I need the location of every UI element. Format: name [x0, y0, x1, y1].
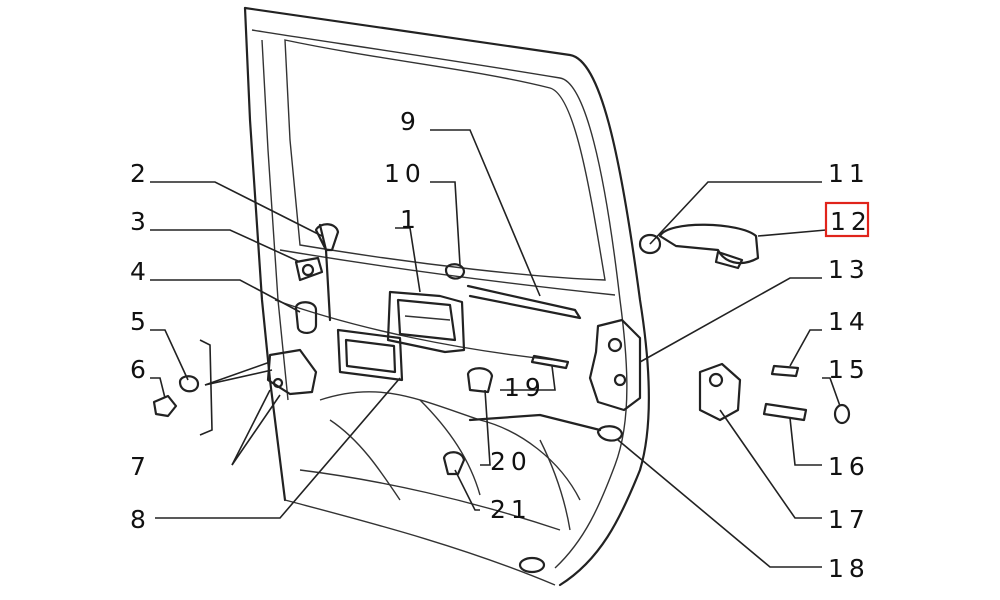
leader-20: [480, 389, 491, 466]
callout-labels: 1 2 3 4 5 6 7 8 9 10 11 12 13 14 15 16 1…: [130, 107, 872, 583]
callout-16: 16: [828, 452, 870, 481]
leader-12: [757, 229, 827, 237]
part-3-grommet: [294, 256, 324, 282]
part-5-washer: [178, 375, 200, 393]
callout-15: 15: [828, 355, 870, 384]
leader-3: [150, 229, 301, 263]
part-13-door-lock: [588, 318, 642, 412]
part-11-12-outer-handle: [638, 223, 760, 270]
callout-3: 3: [130, 207, 151, 236]
leader-19: [500, 365, 556, 391]
leader-14: [789, 329, 822, 367]
callout-7: 7: [130, 452, 151, 481]
leader-7c: [204, 361, 271, 386]
leader-9: [430, 129, 541, 297]
callout-20: 20: [490, 447, 532, 476]
callout-19: 19: [504, 373, 546, 402]
leader-6: [150, 377, 166, 399]
callout-12: 12: [830, 207, 872, 236]
part-4-rod-clip: [294, 301, 318, 334]
part-20-clip: [466, 367, 494, 394]
leader-lines: [150, 129, 841, 568]
callout-1: 1: [400, 205, 421, 234]
callout-12-highlight-box: [824, 201, 870, 238]
leader-21: [454, 469, 480, 511]
leader-1: [395, 227, 421, 293]
part-1-inner-handle: [386, 290, 466, 354]
part-19-stud: [530, 354, 570, 370]
part-7-hinge-bracket: [266, 348, 318, 396]
leader-15: [822, 377, 841, 407]
bracket-7: [199, 339, 213, 436]
part-6-nut: [152, 394, 178, 418]
part-14-screw: [770, 364, 800, 378]
callout-21: 21: [490, 495, 532, 524]
callout-8: 8: [130, 505, 151, 534]
callout-14: 14: [828, 307, 870, 336]
leader-7d: [204, 369, 273, 386]
callout-6: 6: [130, 355, 151, 384]
callout-9: 9: [400, 107, 421, 136]
callout-10: 10: [384, 159, 426, 188]
part-15-washer: [833, 403, 851, 425]
part-10-clip: [444, 263, 466, 280]
part-17-striker: [698, 362, 742, 422]
callout-13: 13: [828, 255, 870, 284]
leader-8: [155, 377, 401, 519]
callout-2: 2: [130, 159, 151, 188]
leader-18: [617, 439, 822, 568]
part-21-clip: [442, 451, 466, 476]
part-9-rod: [466, 284, 602, 432]
leader-13: [639, 277, 822, 363]
callout-18: 18: [828, 554, 870, 583]
leader-10: [430, 181, 461, 266]
leader-17: [719, 409, 822, 519]
leader-7b: [231, 394, 281, 466]
part-8-handle-bezel: [336, 328, 404, 382]
part-2-lock-button-rod: [314, 223, 340, 322]
leader-5: [150, 329, 189, 381]
part-18-spring: [596, 425, 624, 442]
callout-17: 17: [828, 505, 870, 534]
leader-11: [649, 181, 822, 245]
part-16-bolt: [762, 402, 808, 422]
callout-11: 11: [828, 159, 870, 188]
leader-7a: [231, 389, 271, 466]
callout-5: 5: [130, 307, 151, 336]
leader-4: [150, 279, 301, 313]
leader-2: [150, 181, 323, 237]
leader-16: [789, 417, 822, 466]
callout-4: 4: [130, 257, 151, 286]
door-frame: [243, 6, 650, 587]
